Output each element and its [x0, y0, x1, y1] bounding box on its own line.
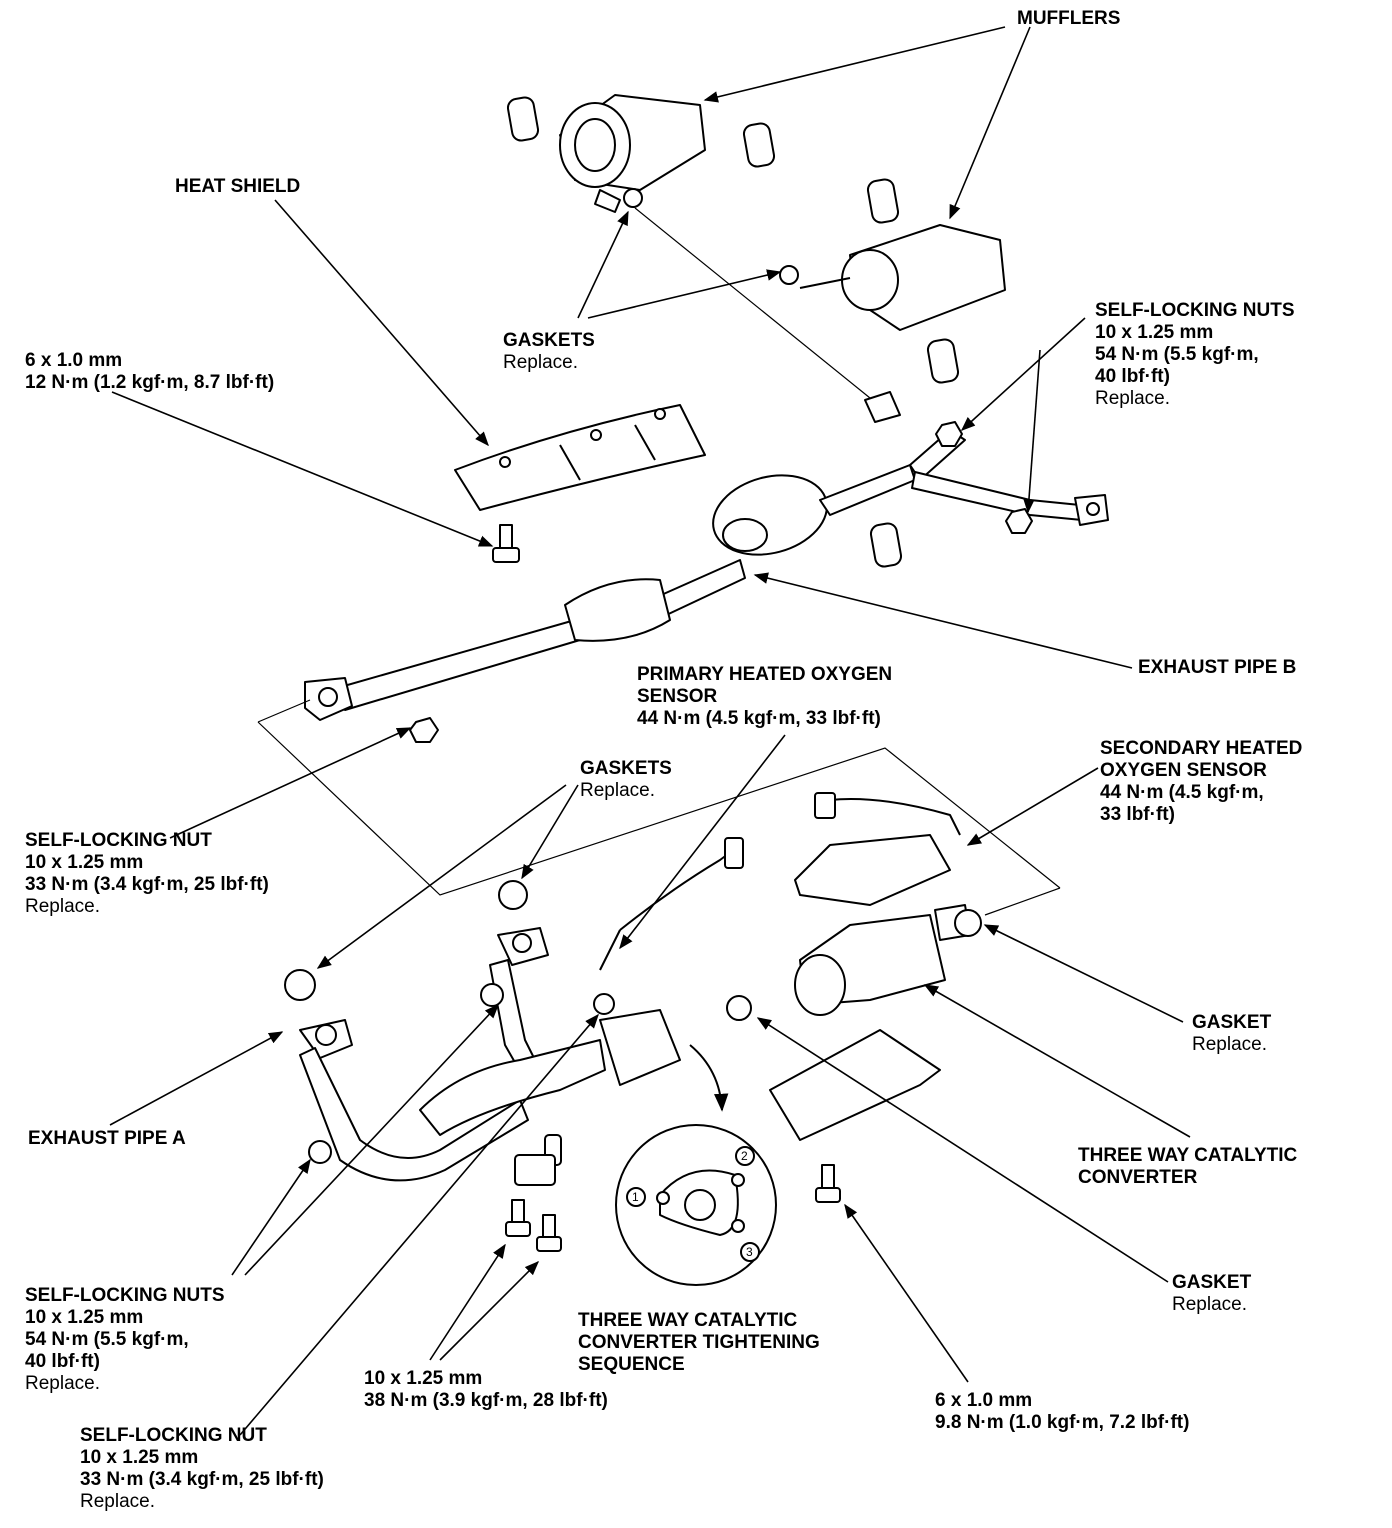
- secondary-sensor-label: SECONDARY HEATED OXYGEN SENSOR 44 N·m (4…: [1100, 738, 1303, 825]
- gasket-ring: [284, 969, 316, 1001]
- sequence-number: 3: [746, 1245, 753, 1259]
- heat-shield-label: HEAT SHIELD: [175, 176, 301, 197]
- bolt: [492, 524, 520, 563]
- gaskets-top-label: GASKETS Replace.: [503, 330, 595, 373]
- self-locking-nut-mid-label: SELF-LOCKING NUT 10 x 1.25 mm 33 N·m (3.…: [25, 830, 269, 917]
- self-locking-nut: [409, 421, 1033, 743]
- muffler-lower: [799, 224, 1006, 331]
- rotation-arrow: [689, 1044, 729, 1112]
- three-way-cat-label: THREE WAY CATALYTIC CONVERTER: [1078, 1145, 1298, 1188]
- assembly-outline: [257, 207, 1061, 916]
- self-locking-nut: [308, 1140, 332, 1164]
- self-locking-nut: [593, 993, 615, 1015]
- rubber-hanger: [506, 96, 960, 568]
- gasket-right-2-label: GASKET Replace.: [1172, 1272, 1252, 1315]
- gaskets-mid-label: GASKETS Replace.: [580, 758, 672, 801]
- gasket-ring: [498, 880, 528, 910]
- self-locking-nut: [480, 983, 504, 1007]
- tightening-sequence-detail: [615, 1124, 777, 1286]
- exhaust-pipe-b-label: EXHAUST PIPE B: [1138, 657, 1297, 678]
- self-locking-nuts-bottom-label: SELF-LOCKING NUTS 10 x 1.25 mm 54 N·m (5…: [25, 1285, 225, 1394]
- sequence-number: 2: [741, 1149, 748, 1163]
- bolt: [505, 1134, 841, 1252]
- gasket-ring: [623, 188, 643, 208]
- self-locking-nuts-top-label: SELF-LOCKING NUTS 10 x 1.25 mm 54 N·m (5…: [1095, 300, 1295, 409]
- exhaust-pipe-a-label: EXHAUST PIPE A: [28, 1128, 186, 1149]
- bolt-6x1-bottom-label: 6 x 1.0 mm 9.8 N·m (1.0 kgf·m, 7.2 lbf·f…: [935, 1390, 1190, 1433]
- gasket-right-1-label: GASKET Replace.: [1192, 1012, 1272, 1055]
- tightening-sequence-label: THREE WAY CATALYTIC CONVERTER TIGHTENING…: [578, 1310, 820, 1375]
- primary-sensor-label: PRIMARY HEATED OXYGEN SENSOR 44 N·m (4.5…: [637, 664, 893, 729]
- exhaust-pipe-b: [304, 391, 1109, 721]
- heat-shield: [454, 404, 706, 511]
- muffler-upper: [559, 94, 706, 213]
- leader-lines: [109, 26, 1191, 1436]
- self-locking-nut-bottom-label: SELF-LOCKING NUT 10 x 1.25 mm 33 N·m (3.…: [80, 1425, 324, 1512]
- exhaust-pipe-a: [299, 927, 681, 1182]
- primary-oxygen-sensor: [599, 837, 744, 971]
- three-way-catalytic-converter: [726, 792, 982, 1141]
- bolt-10x125-label: 10 x 1.25 mm 38 N·m (3.9 kgf·m, 28 lbf·f…: [364, 1368, 608, 1411]
- mufflers-label: MUFFLERS: [1017, 8, 1121, 29]
- bolt-6x1-top-label: 6 x 1.0 mm 12 N·m (1.2 kgf·m, 8.7 lbf·ft…: [25, 350, 275, 393]
- sequence-number: 1: [632, 1190, 639, 1204]
- gasket-ring: [779, 265, 799, 285]
